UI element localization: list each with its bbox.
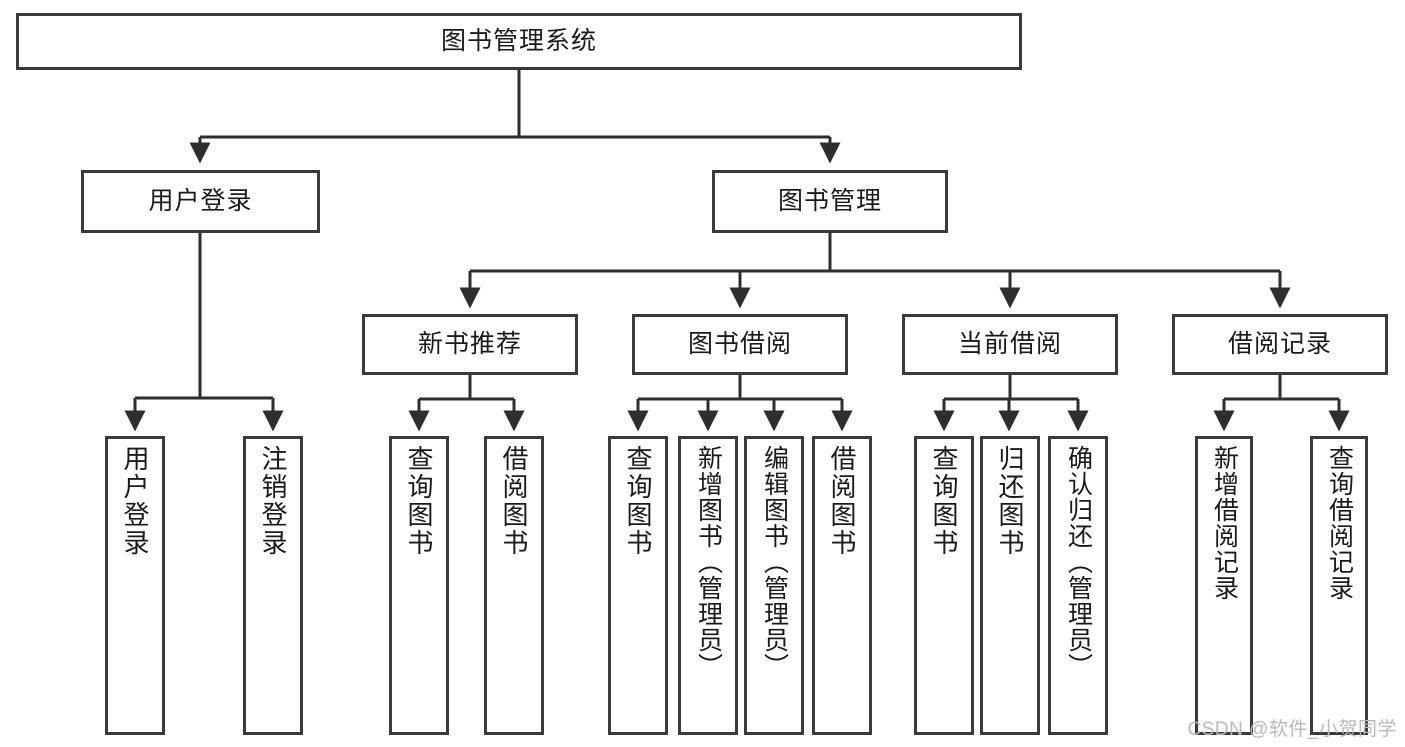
node-label: 新书推荐	[417, 329, 522, 358]
node-leaf-confirm-return-admin[interactable]: 确认归还（管理员）	[1048, 436, 1108, 735]
node-leaf-query-borrow-record[interactable]: 查询借阅记录	[1310, 436, 1368, 735]
node-label: 查询借阅记录	[1325, 445, 1354, 601]
node-label: 借阅图书	[827, 445, 857, 557]
node-book-borrow[interactable]: 图书借阅	[632, 314, 848, 375]
node-leaf-query-book-current[interactable]: 查询图书	[914, 436, 974, 735]
node-label: 图书管理	[777, 186, 882, 215]
node-current-borrow[interactable]: 当前借阅	[902, 314, 1118, 375]
node-label: 注销登录	[258, 445, 288, 557]
node-leaf-return-book[interactable]: 归还图书	[980, 436, 1040, 735]
watermark-text: CSDN @软件_小贺同学	[1187, 719, 1397, 740]
node-user-login[interactable]: 用户登录	[81, 170, 320, 233]
node-label: 编辑图书（管理员）	[760, 445, 789, 679]
node-label: 借阅图书	[499, 445, 529, 557]
node-label: 查询图书	[623, 445, 653, 557]
node-label: 图书管理系统	[440, 26, 597, 55]
node-root-system[interactable]: 图书管理系统	[16, 13, 1022, 70]
node-leaf-borrow-book-recommend[interactable]: 借阅图书	[484, 436, 544, 735]
node-label: 图书借阅	[687, 329, 792, 358]
node-label: 借阅记录	[1227, 329, 1332, 358]
node-label: 查询图书	[929, 445, 959, 557]
node-new-book-recommend[interactable]: 新书推荐	[362, 314, 578, 375]
node-label: 用户登录	[120, 445, 150, 557]
node-leaf-borrow-book[interactable]: 借阅图书	[812, 436, 872, 735]
node-label: 确认归还（管理员）	[1064, 445, 1093, 679]
node-leaf-add-book-admin[interactable]: 新增图书（管理员）	[678, 436, 738, 735]
node-borrow-record[interactable]: 借阅记录	[1172, 314, 1388, 375]
node-leaf-add-borrow-record[interactable]: 新增借阅记录	[1195, 436, 1253, 735]
node-label: 查询图书	[404, 445, 434, 557]
node-leaf-user-login[interactable]: 用户登录	[105, 436, 165, 735]
node-leaf-edit-book-admin[interactable]: 编辑图书（管理员）	[744, 436, 804, 735]
node-label: 当前借阅	[957, 329, 1062, 358]
node-label: 新增图书（管理员）	[694, 445, 723, 679]
node-book-management[interactable]: 图书管理	[712, 170, 948, 233]
node-leaf-logout[interactable]: 注销登录	[243, 436, 303, 735]
node-leaf-query-book-borrow[interactable]: 查询图书	[608, 436, 668, 735]
node-label: 新增借阅记录	[1210, 445, 1239, 601]
node-label: 用户登录	[148, 186, 253, 215]
node-leaf-query-book-recommend[interactable]: 查询图书	[389, 436, 449, 735]
node-label: 归还图书	[995, 445, 1025, 557]
